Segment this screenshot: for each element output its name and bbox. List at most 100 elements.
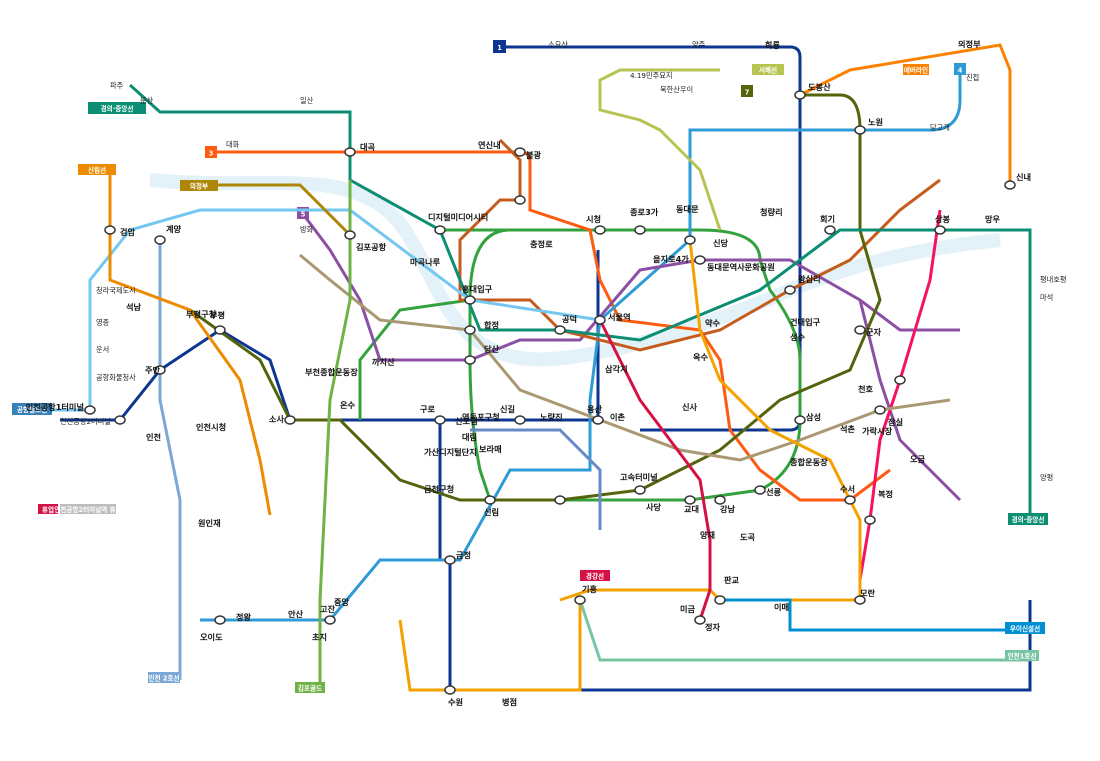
station-marker-dongdaemun[interactable] (684, 235, 696, 245)
station-marker-seoul[interactable] (594, 315, 606, 325)
station-marker-sillim[interactable] (484, 495, 496, 505)
label-gimpo[interactable]: 김포공항 (356, 242, 387, 252)
label-jeongja[interactable]: 정자 (705, 622, 721, 632)
label-bupyeong[interactable]: 부평 (210, 310, 225, 320)
label-giheung[interactable]: 기흥 (582, 584, 598, 594)
label-uijeongbu[interactable]: 의정부 (958, 39, 981, 49)
label-gyodae[interactable]: 교대 (684, 504, 699, 514)
label-geumjeong[interactable]: 금정 (456, 550, 471, 560)
label-sinnae[interactable]: 신내 (1016, 172, 1031, 182)
station-marker-choji[interactable] (324, 615, 336, 625)
label-bupyeonggu[interactable]: 부평구청 (186, 309, 216, 319)
station-marker-seolleung[interactable] (754, 485, 766, 495)
label-noryangjin[interactable]: 노량진 (540, 412, 563, 422)
label-dongdaemun[interactable]: 동대문 (676, 204, 699, 214)
station-marker-samseong[interactable] (794, 415, 806, 425)
station-marker-jeongja[interactable] (694, 615, 706, 625)
label-incheonsicheong[interactable]: 인천시청 (196, 422, 226, 432)
label-yaksu[interactable]: 약수 (705, 318, 721, 328)
label-boramae[interactable]: 보라매 (479, 444, 502, 454)
station-marker-cheonho[interactable] (894, 375, 906, 385)
station-marker-yeonsinnae[interactable] (514, 147, 526, 157)
label-sindorim[interactable]: 신도림 (455, 416, 478, 426)
label-magok[interactable]: 마곡나루 (410, 257, 441, 267)
station-marker-suwon[interactable] (444, 685, 456, 695)
station-marker-wangsimni[interactable] (784, 285, 796, 295)
station-marker-hapjeong[interactable] (464, 325, 476, 335)
label-ilsan[interactable]: 일산 (300, 96, 314, 105)
station-marker-sinnae[interactable] (1004, 180, 1016, 190)
station-marker-airport1[interactable] (84, 405, 96, 415)
station-marker-bulgwang[interactable] (514, 195, 526, 205)
station-marker-hoegi[interactable] (824, 225, 836, 235)
label-byeongjeom[interactable]: 병점 (502, 697, 517, 707)
label-suseo[interactable]: 수서 (840, 484, 855, 494)
label-guro[interactable]: 구로 (420, 404, 436, 414)
station-marker-gimpo[interactable] (344, 230, 356, 240)
station-marker-nowon[interactable] (854, 125, 866, 135)
station-marker-dangsan[interactable] (464, 355, 476, 365)
label-ichon[interactable]: 이촌 (610, 412, 626, 422)
label-hoeryong[interactable]: 회룡 (765, 40, 781, 50)
station-marker-geumjeong[interactable] (444, 555, 456, 565)
label-pyeongnae[interactable]: 평내호평 (1040, 275, 1066, 284)
label-ddp[interactable]: 동대문역사문화공원 (707, 262, 775, 272)
label-seoul[interactable]: 서울역 (608, 312, 631, 322)
label-yangju[interactable]: 양주 (692, 40, 706, 49)
label-seolleung[interactable]: 선릉 (766, 487, 782, 497)
station-marker-gyeyang[interactable] (154, 235, 166, 245)
station-marker-juan[interactable] (154, 365, 166, 375)
label-hapjeong[interactable]: 합정 (484, 320, 499, 330)
label-maseok[interactable]: 마석 (1040, 293, 1053, 302)
label-cheonho[interactable]: 천호 (858, 384, 874, 394)
label-daegok[interactable]: 대곡 (360, 142, 376, 152)
label-yongsan[interactable]: 용산 (587, 404, 603, 414)
label-sindang[interactable]: 신당 (713, 238, 729, 248)
label-banghwa[interactable]: 방화 (300, 225, 314, 234)
label-sinsa[interactable]: 신사 (682, 402, 698, 412)
label-moran[interactable]: 모란 (860, 588, 876, 598)
label-yangpyeong[interactable]: 양평 (1040, 473, 1053, 482)
station-marker-hongdae[interactable] (464, 295, 476, 305)
label-juan[interactable]: 주안 (145, 365, 161, 375)
station-marker-oido[interactable] (214, 615, 226, 625)
label-gangnam[interactable]: 강남 (720, 504, 736, 514)
label-sicheong[interactable]: 시청 (586, 214, 601, 224)
label-dogok[interactable]: 도곡 (740, 532, 756, 542)
label-sosa[interactable]: 소사 (269, 414, 285, 424)
label-munsan[interactable]: 문산 (140, 96, 154, 105)
label-incheon[interactable]: 인천 (146, 432, 161, 442)
label-sangbong[interactable]: 상봉 (935, 214, 951, 224)
station-marker-incheon[interactable] (114, 415, 126, 425)
label-airport1[interactable]: 인천공항1터미널 (26, 402, 84, 412)
label-unseo[interactable]: 운서 (96, 345, 109, 354)
station-marker-moran[interactable] (854, 595, 866, 605)
station-marker-daegok[interactable] (344, 147, 356, 157)
label-chungjeongno[interactable]: 충정로 (530, 239, 553, 249)
label-yeongjong[interactable]: 영종 (96, 318, 110, 327)
label-gasan[interactable]: 가산디지털단지 (424, 447, 477, 457)
label-wangsimni[interactable]: 왕십리 (798, 274, 821, 284)
label-gyeyang[interactable]: 계양 (166, 224, 182, 234)
station-marker-suseo[interactable] (844, 495, 856, 505)
label-bulgwang[interactable]: 불광 (526, 150, 542, 160)
label-imae[interactable]: 이매 (774, 602, 789, 612)
label-hongdae[interactable]: 홍대입구 (462, 284, 493, 294)
station-marker-express[interactable] (634, 485, 646, 495)
station-marker-ddp[interactable] (694, 255, 706, 265)
label-bucheon[interactable]: 부천종합운동장 (305, 367, 358, 377)
label-jongbap[interactable]: 종합운동장 (790, 457, 828, 467)
label-pangyo[interactable]: 판교 (724, 575, 740, 585)
label-migeum[interactable]: 미금 (680, 604, 696, 614)
label-ogeum[interactable]: 오금 (910, 454, 926, 464)
station-marker-dobongsan[interactable] (794, 90, 806, 100)
label-jungang[interactable]: 중앙 (334, 597, 350, 607)
label-wonincheon[interactable]: 원인재 (198, 518, 221, 528)
label-jamsil[interactable]: 잠실 (888, 417, 903, 427)
label-yangjae[interactable]: 양재 (700, 530, 715, 540)
label-mangu[interactable]: 망우 (985, 214, 1001, 224)
label-cheongna[interactable]: 청라국제도시 (96, 286, 136, 295)
label-samgakji[interactable]: 삼각지 (605, 364, 628, 374)
label-bokjeong[interactable]: 복정 (878, 489, 893, 499)
station-marker-gangnam[interactable] (714, 495, 726, 505)
